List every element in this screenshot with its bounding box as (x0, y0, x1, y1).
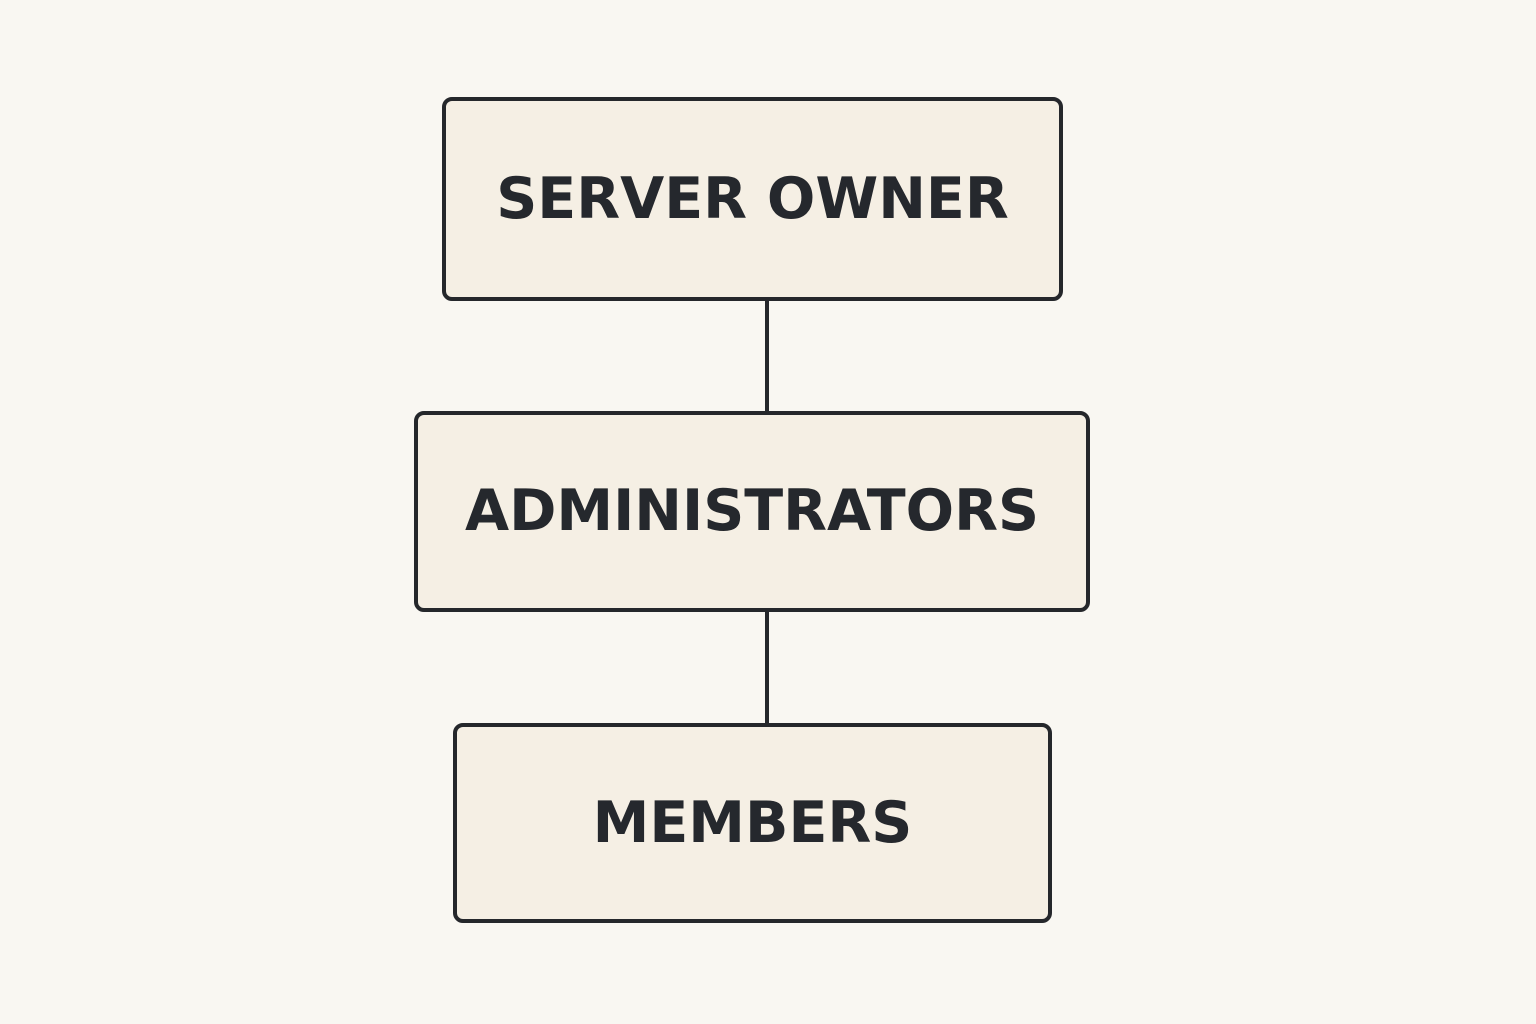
administrators-label: ADMINISTRATORS (464, 478, 1040, 544)
connector-admins-to-members (765, 610, 769, 725)
members-box: MEMBERS (453, 723, 1052, 923)
administrators-box: ADMINISTRATORS (414, 411, 1090, 612)
members-label: MEMBERS (592, 789, 913, 856)
server-owner-box: SERVER OWNER (442, 97, 1063, 301)
connector-owner-to-admins (765, 299, 769, 413)
server-owner-label: SERVER OWNER (496, 165, 1009, 232)
